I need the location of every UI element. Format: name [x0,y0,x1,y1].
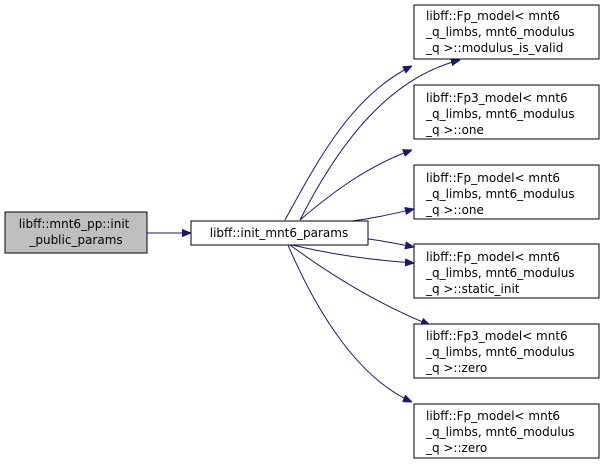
node-box [413,164,600,220]
node-label-line: libff::Fp_model< mnt6 [426,171,560,185]
node-label-line: libff::init_mnt6_params [210,226,348,240]
svg-text:libff::Fp_model< mnt6 _q: libff::Fp_model< mnt6 _q_limbs, mnt6_mod… [425,171,578,217]
edge-init-to-fp-one [351,209,414,222]
node-box [190,220,369,246]
node-label-line: libff::Fp_model< mnt6 [426,9,560,23]
svg-text:libff::Fp_model< mnt6 _q: libff::Fp_model< mnt6 _q_limbs, mnt6_mod… [425,409,578,455]
node-label-line: _q >::one [425,203,484,217]
node-box [413,403,600,459]
node-label-line: _q >::modulus_is_valid [425,41,563,55]
svg-text:libff::Fp3_model< mnt6 _: libff::Fp3_model< mnt6 _q_limbs, mnt6_mo… [425,91,578,137]
node-init-mnt6-params[interactable]: libff::init_mnt6_params [190,220,369,246]
node-box [413,243,600,299]
node-fp-zero[interactable]: libff::Fp_model< mnt6 _q_limbs, mnt6_mod… [413,403,600,459]
svg-text:libff::mnt6_pp::init _pu: libff::mnt6_pp::init _public_params [19,217,133,247]
node-label-line: _public_params [28,233,122,247]
node-init-public-params[interactable]: libff::mnt6_pp::init _public_params [4,211,148,254]
node-label-line: libff::Fp3_model< mnt6 [426,91,568,105]
node-label-line: _q >::one [425,123,484,137]
node-fp3-zero[interactable]: libff::Fp3_model< mnt6 _q_limbs, mnt6_mo… [413,323,600,379]
node-label-line: _q_limbs, mnt6_modulus [425,25,575,39]
node-label-line: libff::Fp_model< mnt6 [426,409,560,423]
node-box [413,323,600,379]
node-box [413,4,600,60]
node-label-line: libff::Fp_model< mnt6 [426,250,560,264]
node-fp-static-init[interactable]: libff::Fp_model< mnt6 _q_limbs, mnt6_mod… [413,243,600,299]
node-box [4,211,148,254]
node-label-line: _q >::zero [425,361,487,375]
node-label-line: _q_limbs, mnt6_modulus [425,345,575,359]
node-label-line: libff::Fp3_model< mnt6 [426,329,568,343]
node-label-line: libff::mnt6_pp::init [19,217,130,231]
edge-init-to-fp3-zero [289,244,430,326]
svg-text:libff::Fp_model< mnt6 _q: libff::Fp_model< mnt6 _q_limbs, mnt6_mod… [425,9,578,55]
edge-init-to-modulus-is-valid-a [284,66,412,221]
edge-init-to-modulus-is-valid-b [299,60,460,221]
node-label-line: _q >::static_init [425,282,520,296]
edges [147,60,460,402]
node-box [413,84,600,140]
node-label-line: _q_limbs, mnt6_modulus [425,425,575,439]
node-label-line: _q_limbs, mnt6_modulus [425,107,575,121]
svg-text:libff::Fp_model< mnt6 _q: libff::Fp_model< mnt6 _q_limbs, mnt6_mod… [425,250,578,296]
edge-init-to-static-init-b [291,244,414,263]
svg-text:libff::Fp3_model< mnt6 _: libff::Fp3_model< mnt6 _q_limbs, mnt6_mo… [425,329,578,375]
edge-init-to-fp3-one [299,150,412,221]
node-label-line: _q_limbs, mnt6_modulus [425,266,575,280]
node-label-line: _q >::zero [425,441,487,455]
node-fp-one[interactable]: libff::Fp_model< mnt6 _q_limbs, mnt6_mod… [413,164,600,220]
svg-text:libff::init_mnt6_params: libff::init_mnt6_params [210,226,348,240]
edge-init-to-static-init-a [367,238,414,247]
node-fp-modulus-is-valid[interactable]: libff::Fp_model< mnt6 _q_limbs, mnt6_mod… [413,4,600,60]
edge-init-to-fp-zero [287,244,412,402]
node-label-line: _q_limbs, mnt6_modulus [425,187,575,201]
node-fp3-one[interactable]: libff::Fp3_model< mnt6 _q_limbs, mnt6_mo… [413,84,600,140]
